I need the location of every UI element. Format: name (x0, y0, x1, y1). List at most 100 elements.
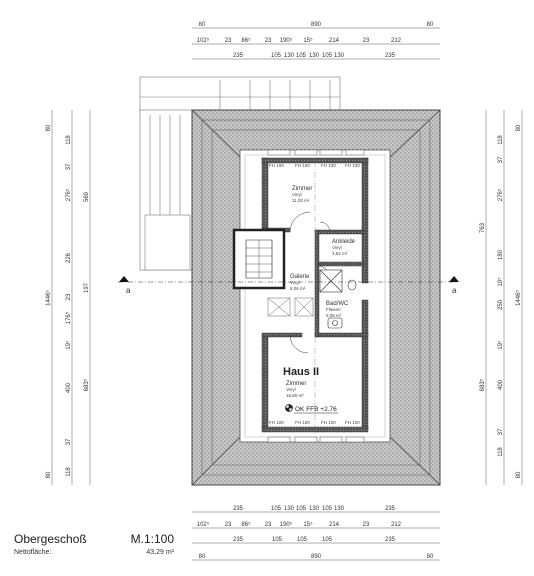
scale: M.1:100 (130, 532, 174, 546)
dim-right-outer: 1446⁵ (515, 290, 522, 306)
dim-right-inner: 250 (498, 299, 504, 310)
room-floor: Vinyl (286, 387, 296, 392)
dim-top-2: 23 (225, 38, 232, 44)
window-tag: FH 100 (321, 163, 336, 168)
dim-right-mid: 683⁵ (479, 378, 486, 391)
room-area: 16,80 m² (286, 393, 304, 398)
section-marker: a (452, 286, 457, 295)
plan-footer: Obergeschoß M.1:100 Nettofläche: 43,29 m… (14, 532, 174, 556)
level-label: OK FFB +2.76 (295, 406, 337, 413)
galerie-fixtures (267, 297, 314, 317)
dim-top-2: 102⁵ (197, 37, 210, 44)
dim-right-inner: 400 (498, 379, 504, 390)
dim-bottom-2: 190⁵ (280, 521, 293, 528)
level-marker (285, 404, 293, 412)
dim-bottom-1: 235 (385, 506, 396, 512)
dim-top-1: 80 (427, 22, 434, 28)
dim-left-outer: 80 (46, 124, 52, 131)
dim-left-inner: 19⁵ (65, 340, 72, 350)
window-tag: FH 100 (345, 163, 360, 168)
dim-left-inner: 37 (66, 163, 72, 170)
windows-top (267, 149, 365, 156)
dim-top-1: 890 (311, 22, 322, 28)
windows-bottom (267, 436, 365, 443)
window-tag: FH 100 (321, 420, 336, 425)
dim-bottom-1: 130 (334, 506, 345, 512)
dim-left-inner: 118 (66, 467, 72, 477)
dim-top-2: 23 (265, 38, 272, 44)
dim-bottom-1: 130 (284, 506, 295, 512)
dim-top-3: 105 (322, 53, 333, 59)
dim-bottom-3: 235 (233, 537, 244, 543)
staircase (232, 228, 286, 290)
dim-right-inner: 118 (498, 135, 504, 145)
doors (289, 211, 331, 354)
dim-top-2: 214 (329, 38, 340, 44)
dim-bottom-2: 214 (329, 522, 340, 528)
dim-bottom-2: 212 (391, 522, 402, 528)
dim-top-2: 23 (363, 38, 370, 44)
room-name: Galerie (290, 274, 310, 280)
dim-bottom-2: 23 (225, 522, 232, 528)
dim-bottom-2: 23 (363, 522, 370, 528)
dim-bottom-3: 235 (385, 537, 396, 543)
dim-right-inner: 37 (498, 156, 504, 163)
dim-top-2: 15⁵ (303, 37, 313, 44)
dim-top-2: 190⁵ (280, 37, 293, 44)
room-name: Zimmer (292, 186, 312, 192)
dim-left-inner: 400 (66, 382, 72, 393)
area-value: 43,29 m² (146, 549, 174, 556)
room-name: Ankleide (332, 239, 356, 245)
dim-top-2: 212 (391, 38, 402, 44)
room-floor: Fliesen (326, 307, 341, 312)
room-area: 6,06 m² (290, 286, 306, 291)
room-area: 11,03 m² (292, 198, 310, 203)
porch-outline (139, 76, 341, 271)
dim-bottom-1: 105 (296, 506, 307, 512)
section-marker: a (126, 286, 131, 295)
dim-bottom-2: 23 (265, 522, 272, 528)
dim-right-inner: 276⁵ (497, 188, 504, 201)
dim-left-inner: 37 (66, 438, 72, 445)
dim-bottom-1: 105 (271, 506, 282, 512)
floor-name: Obergeschoß (14, 532, 87, 546)
dim-bottom-3: 105 (322, 537, 333, 543)
dim-right-inner: 37 (498, 428, 504, 435)
dim-bottom-1: 105 (322, 506, 333, 512)
dim-bottom-1: 235 (233, 506, 244, 512)
bathroom-fixtures (319, 269, 357, 329)
dim-left-inner: 276⁵ (65, 188, 72, 201)
room-name: Bad/WC (326, 301, 349, 307)
dim-left-inner: 118 (66, 135, 72, 145)
dim-bottom-4: 80 (199, 554, 206, 560)
room-floor: Vinyl (292, 192, 302, 197)
window-tag: FH 100 (295, 420, 310, 425)
room-area: 5,08 m² (326, 313, 342, 318)
window-tag: FH 100 (269, 420, 284, 425)
window-tag: FH 100 (269, 163, 284, 168)
dim-left-outer: 80 (46, 471, 52, 478)
dim-top-3: 105 (296, 53, 307, 59)
dim-left-mid: 569 (84, 191, 90, 202)
dim-left-mid: 197 (84, 282, 90, 293)
dim-right-mid: 763 (480, 222, 486, 233)
dim-left-inner: 176⁵ (65, 311, 72, 324)
dim-top-3: 235 (385, 53, 396, 59)
house-name: Haus II (283, 366, 319, 378)
dim-left-inner: 23 (66, 293, 72, 300)
dim-bottom-3: 105 (297, 537, 308, 543)
window-tag: FH 100 (295, 163, 310, 168)
dim-left-outer: 1446⁵ (45, 290, 52, 306)
dim-top-3: 130 (309, 53, 320, 59)
dim-right-inner: 19⁵ (497, 277, 504, 287)
dim-right-outer: 80 (516, 124, 522, 131)
room-floor: Vinyl (290, 280, 300, 285)
dim-bottom-2: 15⁵ (303, 521, 313, 528)
dim-bottom-4: 890 (311, 554, 322, 560)
dimension-lines (51, 27, 523, 561)
dim-bottom-1: 130 (309, 506, 320, 512)
dim-right-outer: 80 (516, 471, 522, 478)
dim-right-inner: 180 (498, 249, 504, 260)
room-floor: Vinyl (332, 245, 342, 250)
